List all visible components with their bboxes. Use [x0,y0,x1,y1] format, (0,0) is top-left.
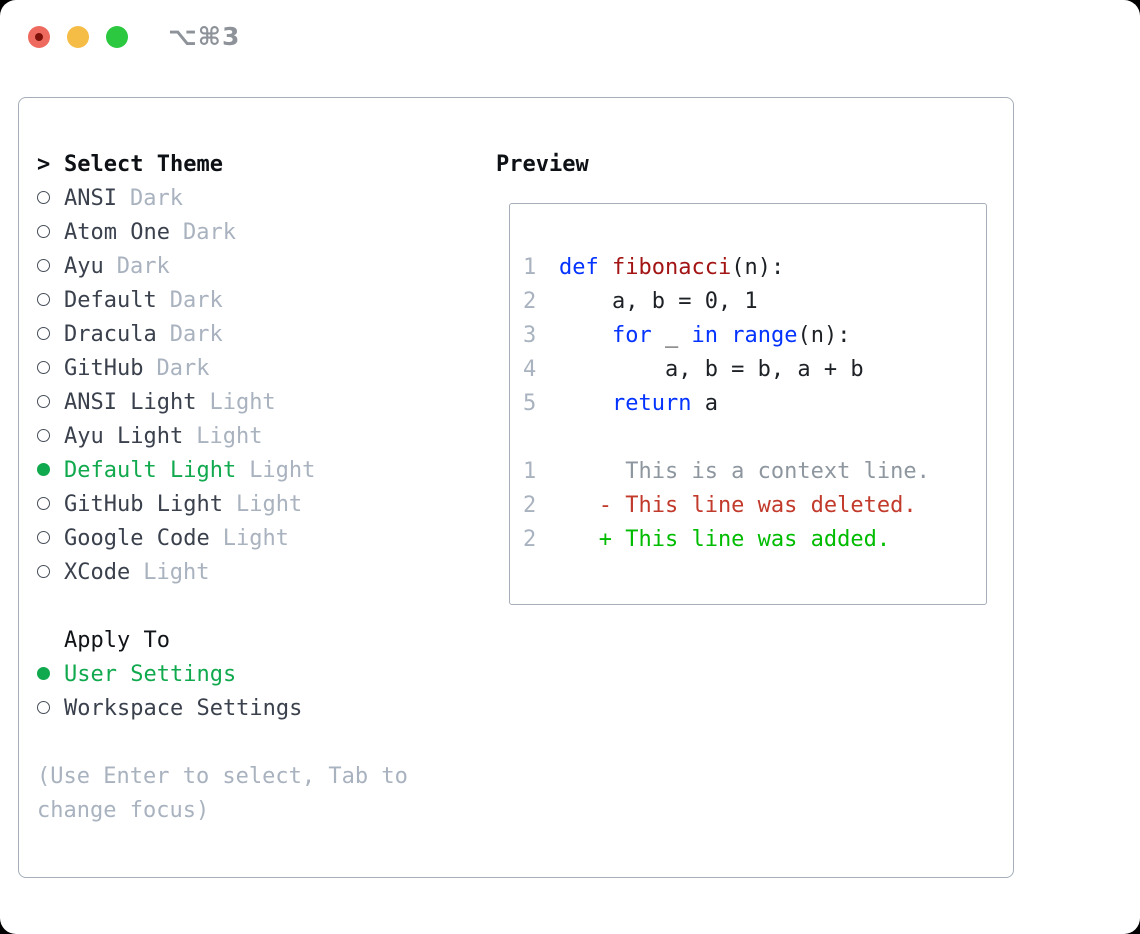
radio-icon [37,522,64,556]
preview-line: 1 This is a context line. [523,455,986,489]
theme-option-label: GitHub [64,356,144,381]
theme-option-label: ANSI [64,186,117,211]
select-theme-header: > Select Theme [37,148,477,182]
minimize-button[interactable] [67,26,89,48]
theme-option-default-light[interactable]: Default Light Light [37,454,477,488]
preview-line: 2 a, b = 0, 1 [523,285,986,319]
theme-variant-label: Light [196,424,263,449]
radio-icon [37,352,64,386]
select-theme-title: Select Theme [64,152,223,177]
preview-line: 3 for _ in range(n): [523,319,986,353]
theme-variant-label: Light [143,560,210,585]
preview-title: Preview [496,152,589,177]
theme-option-google-code[interactable]: Google Code Light [37,522,477,556]
theme-variant-label: Light [249,458,316,483]
line-number: 1 [523,459,537,484]
line-number: 2 [523,289,537,314]
theme-variant-label: Dark [169,288,223,313]
apply-to-title: Apply To [64,628,170,653]
theme-option-label: Ayu Light [64,424,184,449]
theme-variant-label: Light [235,492,303,517]
radio-icon [37,420,64,454]
line-number: 5 [523,391,537,416]
theme-option-xcode[interactable]: XCode Light [37,556,477,590]
theme-option-label: Ayu [64,254,104,279]
preview-line: 2 - This line was deleted. [523,489,986,523]
apply-option-label: Workspace Settings [64,696,303,721]
theme-option-github-light[interactable]: GitHub Light Light [37,488,477,522]
apply-option-label: User Settings [64,662,237,687]
theme-option-label: XCode [64,560,131,585]
theme-option-label: Default Light [64,458,237,483]
radio-selected-icon [37,658,64,692]
theme-variant-label: Dark [129,186,183,211]
radio-icon [37,386,64,420]
theme-variant-label: Dark [156,356,210,381]
theme-variant-label: Dark [169,322,223,347]
radio-icon [37,284,64,318]
theme-option-label: Dracula [64,322,157,347]
line-number: 2 [523,527,537,552]
close-dot-icon [35,33,43,41]
apply-option-user-settings[interactable]: User Settings [37,658,477,692]
line-number: 1 [523,255,537,280]
apply-option-workspace-settings[interactable]: Workspace Settings [37,692,477,726]
theme-variant-label: Dark [182,220,236,245]
line-number: 2 [523,493,537,518]
radio-selected-icon [37,454,64,488]
radio-icon [37,556,64,590]
preview-line: 4 a, b = b, a + b [523,353,986,387]
theme-option-label: GitHub Light [64,492,223,517]
titlebar[interactable]: ⌥⌘3 [0,0,1140,74]
theme-variant-label: Dark [116,254,170,279]
radio-icon [37,318,64,352]
theme-option-ansi[interactable]: ANSI Dark [37,182,477,216]
theme-option-ayu[interactable]: Ayu Dark [37,250,477,284]
preview-line: 2 + This line was added. [523,523,986,557]
theme-option-dracula[interactable]: Dracula Dark [37,318,477,352]
traffic-lights [28,26,128,48]
theme-option-default[interactable]: Default Dark [37,284,477,318]
theme-option-ansi-light[interactable]: ANSI Light Light [37,386,477,420]
focus-caret-icon: > [37,152,51,177]
theme-option-label: Atom One [64,220,170,245]
theme-option-ayu-light[interactable]: Ayu Light Light [37,420,477,454]
theme-option-github[interactable]: GitHub Dark [37,352,477,386]
theme-option-label: Default [64,288,157,313]
radio-icon [37,488,64,522]
radio-icon [37,216,64,250]
radio-icon [37,182,64,216]
theme-option-label: ANSI Light [64,390,197,415]
theme-option-label: Google Code [64,526,210,551]
zoom-button[interactable] [106,26,128,48]
theme-variant-label: Light [209,390,276,415]
line-number: 3 [523,323,537,348]
preview-line: 5 return a [523,387,986,421]
close-button[interactable] [28,26,50,48]
radio-icon [37,250,64,284]
apply-to-header: Apply To [37,624,477,658]
theme-variant-label: Light [222,526,289,551]
preview-line [523,421,986,455]
theme-option-atom-one[interactable]: Atom One Dark [37,216,477,250]
window-shortcut-label: ⌥⌘3 [168,22,241,51]
help-text: (Use Enter to select, Tab to change focu… [37,764,408,823]
line-number: 4 [523,357,537,382]
radio-icon [37,692,64,726]
